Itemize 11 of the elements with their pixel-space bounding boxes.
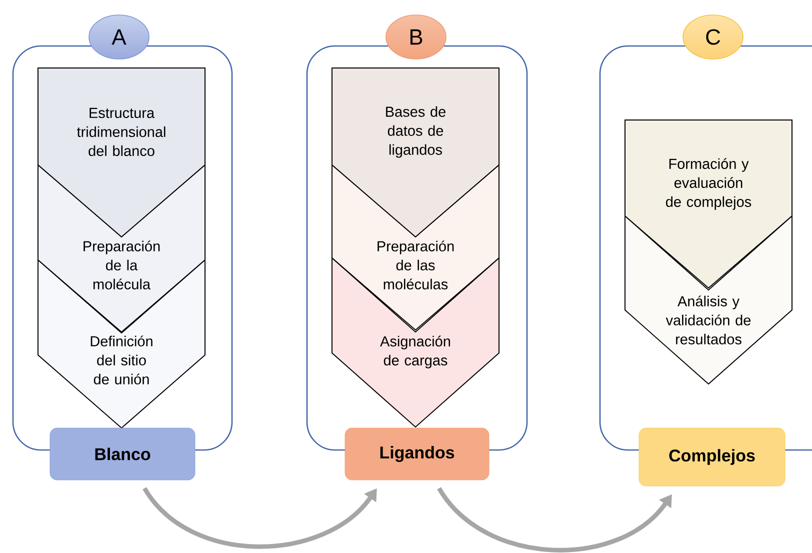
label-box: Blanco: [50, 428, 196, 480]
curved-arrow: [142, 486, 377, 549]
chevron-step: Análisis y validación de resultados: [624, 214, 792, 385]
chevron-step: Bases de datos de ligandos: [332, 68, 500, 238]
chevron-step: Estructura tridimensional del blanco: [38, 68, 206, 238]
label-box: Complejos: [638, 428, 786, 486]
label-box: Ligandos: [344, 428, 490, 480]
chevron-step: Preparación de las moléculas: [332, 164, 500, 331]
curved-arrow: [437, 486, 672, 552]
chevron-step: Formación y evaluación de complejos: [624, 120, 792, 289]
chevron-step: Preparación de la molécula: [38, 164, 206, 333]
